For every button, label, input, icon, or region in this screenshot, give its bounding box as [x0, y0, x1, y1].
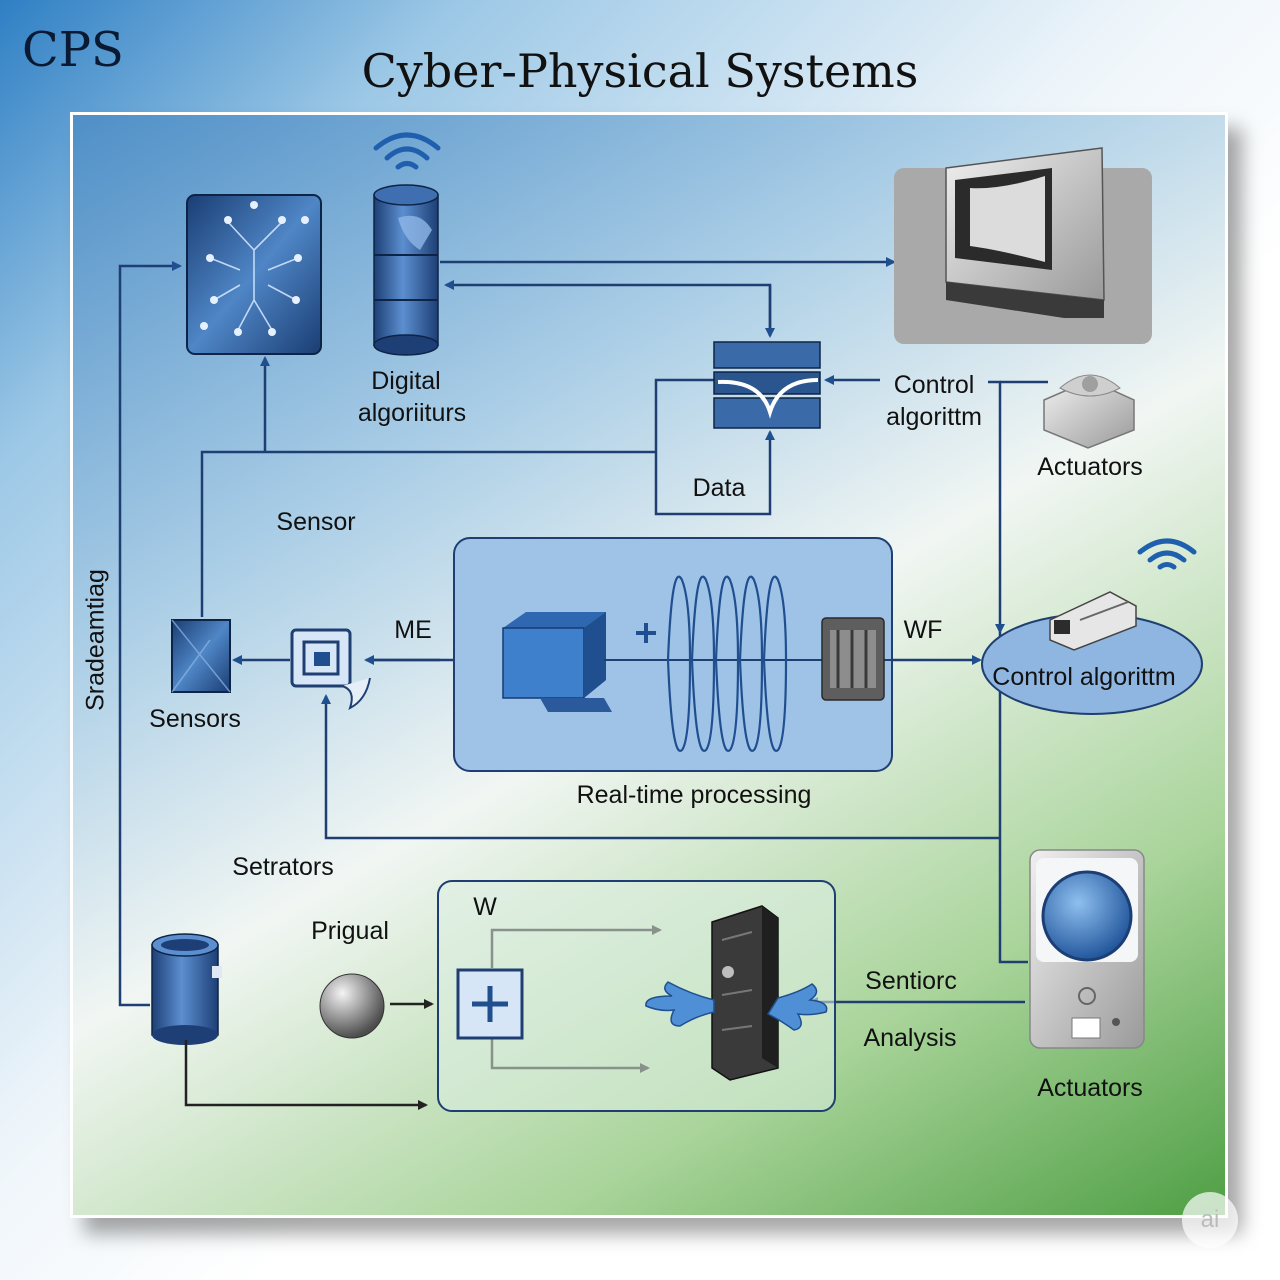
line-left-loop [118, 261, 182, 1007]
plus-square-icon [456, 968, 524, 1040]
label-realtime: Real-time processing [576, 781, 812, 809]
label-control-line1: Control [893, 371, 975, 399]
control-algorithm-node [981, 591, 1203, 715]
label-sensors: Sensors [149, 705, 241, 733]
wifi-icon [373, 132, 441, 170]
database-cylinder-icon [373, 184, 439, 356]
label-w: W [473, 893, 497, 921]
label-me: ME [394, 616, 432, 644]
sensor-module-icon [290, 628, 371, 710]
line-sensors-up [200, 450, 656, 617]
label-analysis: Analysis [863, 1024, 957, 1052]
wifi-right-icon [1137, 538, 1197, 570]
label-digital-line1: Digital [371, 367, 441, 395]
label-wf: WF [903, 616, 943, 644]
label-data: Data [692, 474, 746, 502]
line-data-loop [654, 378, 716, 452]
label-digital-line2: algoriiturs [357, 399, 467, 427]
hand-left-icon [645, 981, 715, 1027]
line-feedback [321, 694, 1000, 840]
line-cyl-bottom [184, 1040, 428, 1110]
watermark-badge: ai [1182, 1192, 1238, 1248]
sphere-icon [319, 973, 385, 1039]
neural-chip-icon [186, 194, 322, 355]
label-sensor: Sensor [276, 508, 356, 536]
label-actuators-top: Actuators [1037, 453, 1143, 481]
label-sentiorc: Sentiorc [865, 967, 957, 995]
actuator-cube-icon [1043, 374, 1135, 449]
storage-cylinder-icon [151, 933, 222, 1045]
label-control-line2: algorittm [886, 403, 982, 431]
realtime-processing-box [453, 537, 900, 772]
label-actuators-bottom: Actuators [1037, 1074, 1143, 1102]
line-right-down [998, 632, 1028, 964]
sensor-square-icon [171, 619, 231, 693]
line-filter-cyl [444, 280, 772, 334]
page-title: Cyber-Physical Systems [361, 44, 919, 98]
line-data-box [654, 430, 775, 516]
server-tower-icon [645, 905, 828, 1081]
label-setrators: Setrators [232, 853, 334, 881]
label-control-right: Control algorittm [992, 663, 1176, 691]
vertical-side-label: Sradeamtiag [81, 569, 110, 711]
line-right-vertical [988, 380, 1005, 634]
actuator-device-icon [1029, 849, 1145, 1049]
data-filter-icon [713, 341, 821, 429]
corner-title: CPS [22, 22, 124, 78]
monitor-icon [894, 147, 1152, 344]
hand-right-icon [766, 983, 828, 1031]
label-prigual: Prigual [311, 917, 389, 945]
